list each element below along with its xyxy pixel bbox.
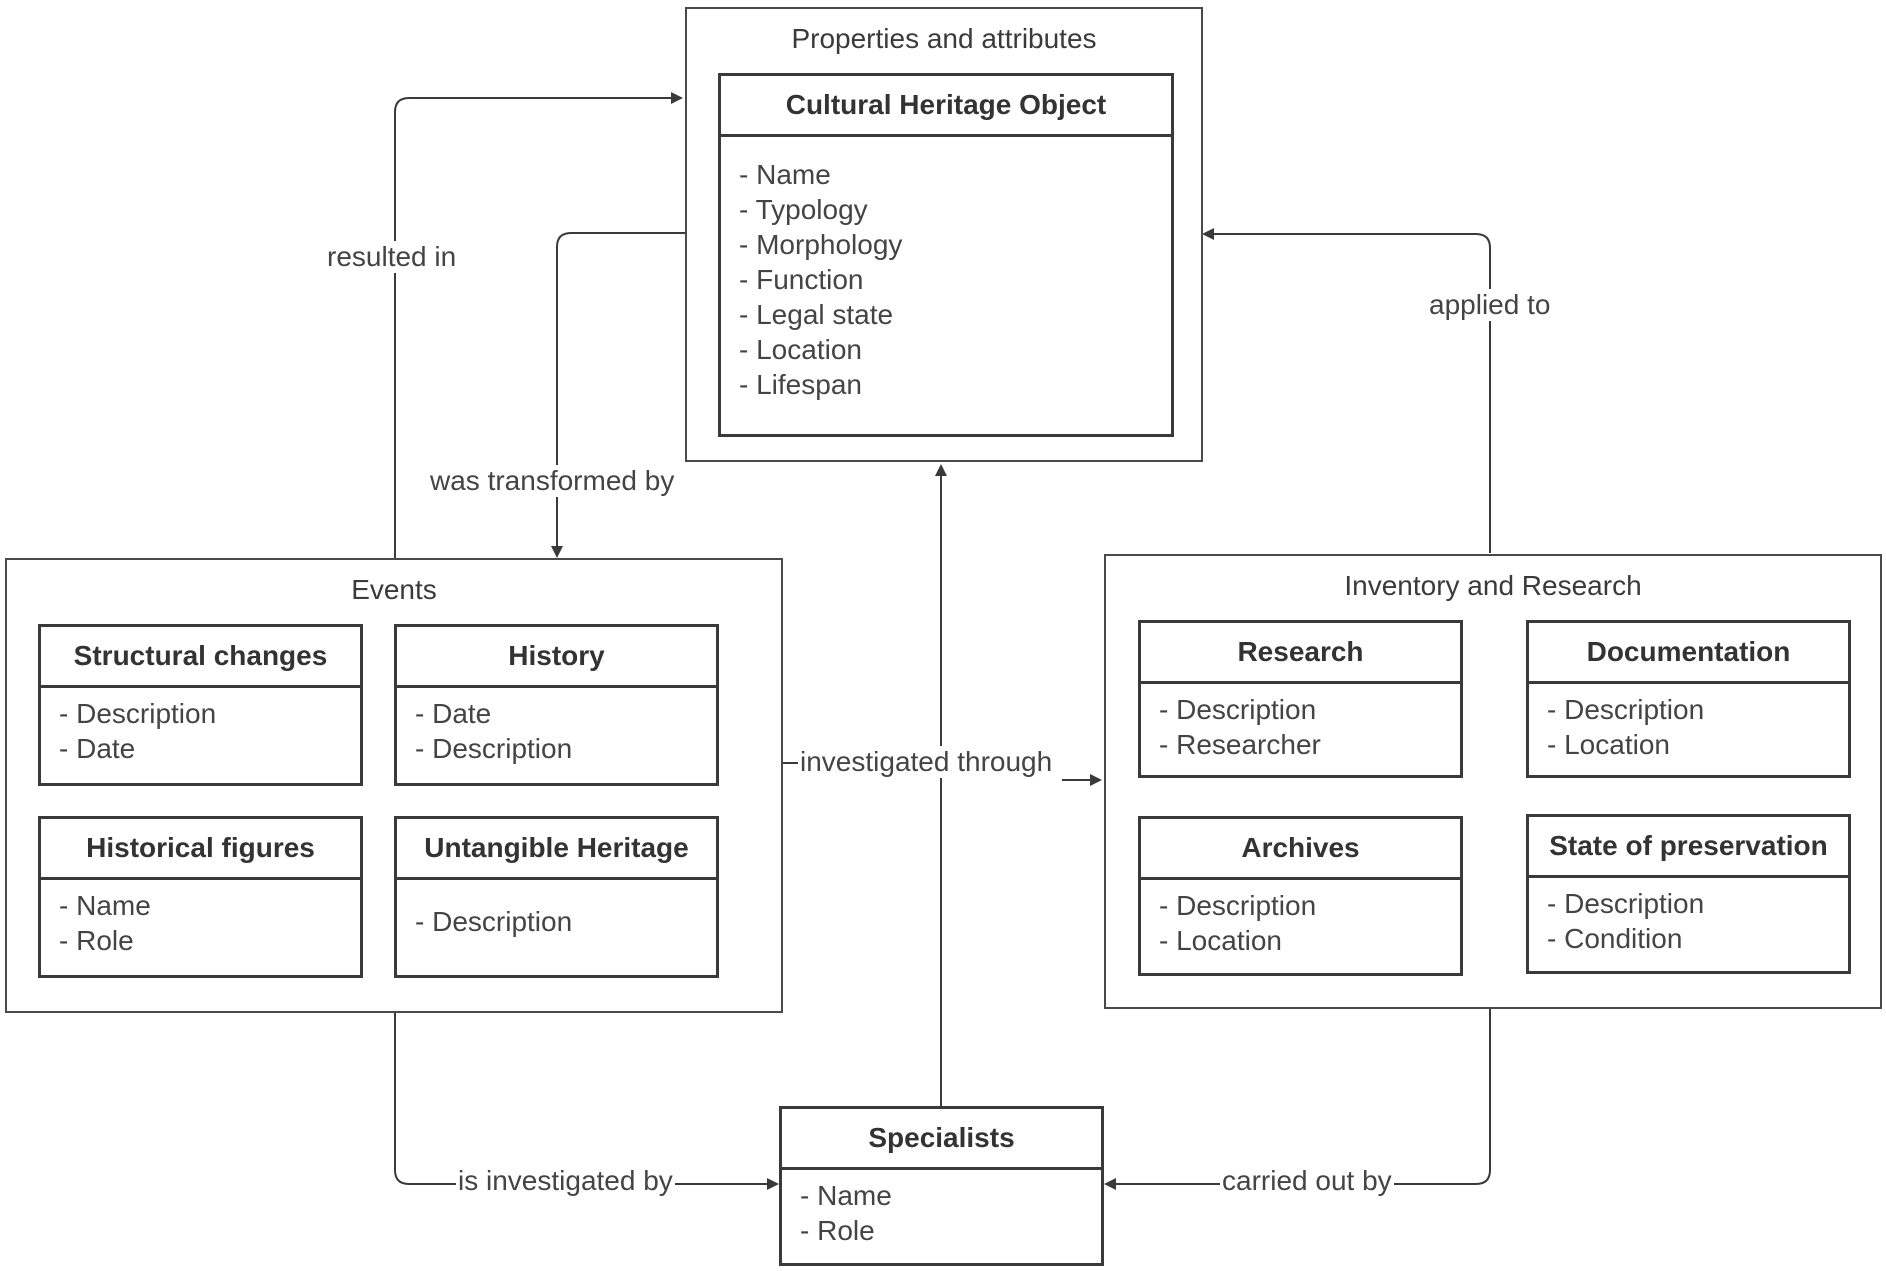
class-title: Archives (1141, 819, 1460, 880)
class-structural-changes: Structural changes - Description - Date (38, 624, 363, 786)
attribute: - Description (415, 733, 573, 764)
attribute: - Location (1547, 729, 1670, 760)
attribute: - Role (59, 925, 134, 956)
attribute: - Morphology (739, 229, 903, 260)
attribute: - Description (59, 698, 217, 729)
class-history: History - Date - Description (394, 624, 719, 786)
class-attributes: - Description - Location (1529, 684, 1848, 762)
label-investigated-through: investigated through (798, 746, 1055, 778)
class-title: Cultural Heritage Object (721, 76, 1171, 137)
connector-was-transformed-by (551, 232, 685, 558)
label-is-investigated-by: is investigated by (456, 1165, 675, 1197)
class-historical-figures: Historical figures - Name - Role (38, 816, 363, 978)
class-specialists: Specialists - Name - Role (779, 1106, 1104, 1266)
class-title: Research (1141, 623, 1460, 684)
class-title: Specialists (782, 1109, 1101, 1170)
attribute: - Legal state (739, 299, 894, 330)
class-attributes: - Name - Typology - Morphology - Functio… (721, 137, 1171, 402)
class-attributes: - Name - Role (782, 1170, 1101, 1248)
class-title: State of preservation (1529, 817, 1848, 878)
attribute: - Date (59, 733, 136, 764)
attribute: - Lifespan (739, 369, 862, 400)
class-research: Research - Description - Researcher (1138, 620, 1463, 778)
group-title: Properties and attributes (791, 23, 1097, 54)
class-attributes: - Description - Condition (1529, 878, 1848, 956)
label-carried-out-by: carried out by (1220, 1165, 1394, 1197)
group-properties-and-attributes: Properties and attributes Cultural Herit… (685, 7, 1203, 462)
attribute: - Description (1159, 890, 1317, 921)
class-title: Historical figures (41, 819, 360, 880)
class-title: Untangible Heritage (397, 819, 716, 880)
attribute: - Name (59, 890, 151, 921)
attribute: - Description (1159, 694, 1317, 725)
attribute: - Description (1547, 694, 1705, 725)
attribute: - Date (415, 698, 492, 729)
attribute: - Name (800, 1180, 892, 1211)
attribute: - Name (739, 159, 831, 190)
attribute: - Location (1159, 925, 1282, 956)
label-was-transformed-by: was transformed by (428, 465, 677, 497)
class-attributes: - Description - Date (41, 688, 360, 766)
connector-investigated-through-line (781, 762, 1100, 780)
class-attributes: - Description (397, 880, 716, 939)
attribute: - Condition (1547, 923, 1683, 954)
label-resulted-in: resulted in (325, 241, 459, 273)
class-state-of-preservation: State of preservation - Description - Co… (1526, 814, 1851, 974)
attribute: - Researcher (1159, 729, 1321, 760)
class-attributes: - Description - Researcher (1141, 684, 1460, 762)
label-applied-to: applied to (1427, 289, 1553, 321)
connector-carried-out-by (1104, 1007, 1491, 1190)
attribute: - Typology (739, 194, 868, 225)
class-cultural-heritage-object: Cultural Heritage Object - Name - Typolo… (718, 73, 1174, 437)
attribute: - Description (1547, 888, 1705, 919)
class-untangible-heritage: Untangible Heritage - Description (394, 816, 719, 978)
attribute: - Location (739, 334, 862, 365)
connector-applied-to (1202, 228, 1491, 553)
class-attributes: - Name - Role (41, 880, 360, 958)
class-title: History (397, 627, 716, 688)
class-attributes: - Date - Description (397, 688, 716, 766)
class-archives: Archives - Description - Location (1138, 816, 1463, 976)
connector-resulted-in (394, 92, 683, 558)
attribute: - Role (800, 1215, 875, 1246)
class-attributes: - Description - Location (1141, 880, 1460, 958)
class-title: Documentation (1529, 623, 1848, 684)
group-title: Events (351, 574, 437, 605)
group-inventory-and-research: Inventory and Research Research - Descri… (1104, 554, 1882, 1009)
attribute: - Description (415, 906, 573, 937)
attribute: - Function (739, 264, 864, 295)
group-title: Inventory and Research (1344, 570, 1642, 601)
group-events: Events Structural changes - Description … (5, 558, 783, 1013)
connector-is-investigated-by (394, 1012, 779, 1190)
class-title: Structural changes (41, 627, 360, 688)
class-documentation: Documentation - Description - Location (1526, 620, 1851, 778)
